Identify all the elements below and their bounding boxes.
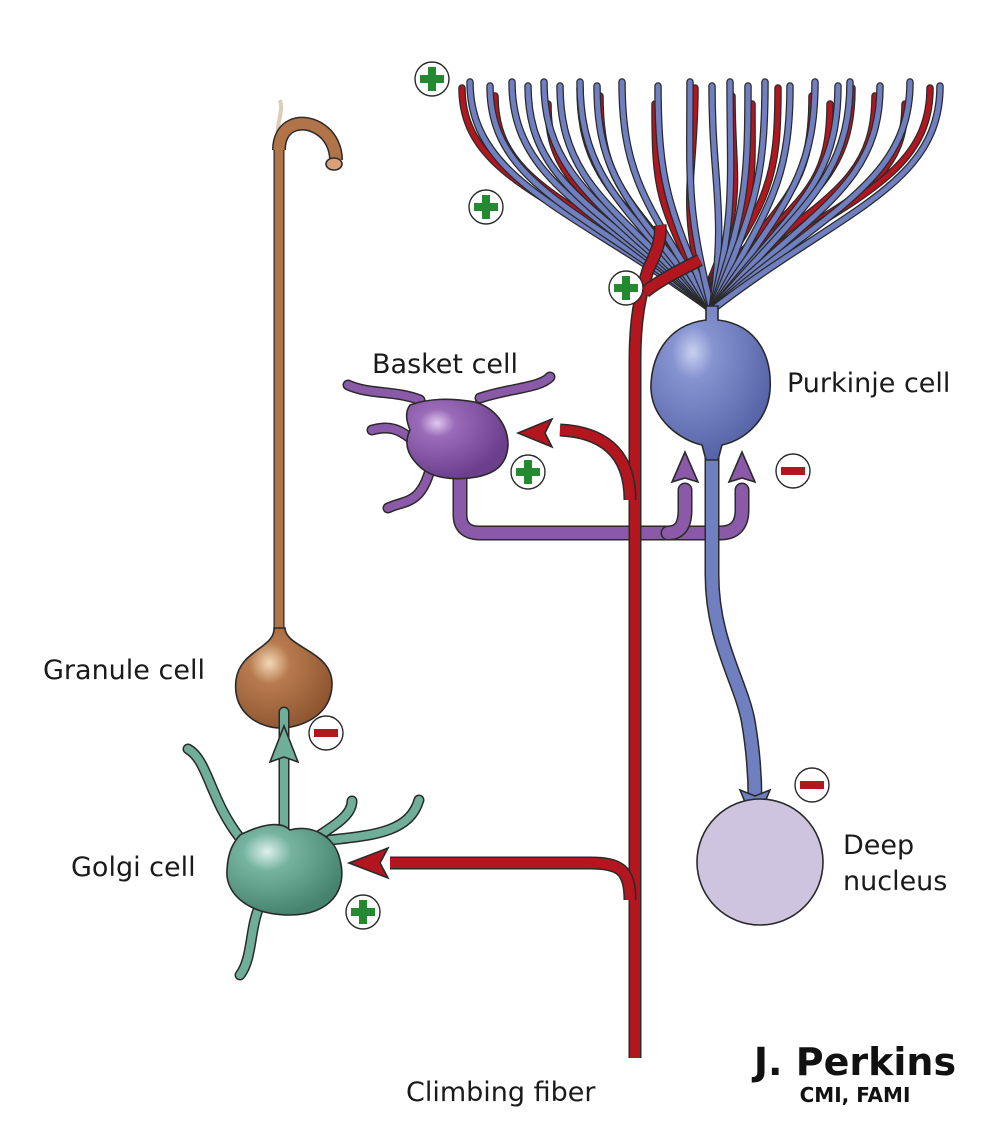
deep-nucleus — [696, 798, 824, 926]
golgi-to-granule-arrow — [268, 723, 300, 764]
purkinje-cell-label: Purkinje cell — [787, 368, 950, 399]
excitatory-plus-icon — [345, 894, 381, 930]
climbing-fiber — [390, 224, 703, 1058]
excitatory-plus-icon — [414, 61, 450, 97]
excitatory-plus-icon — [608, 270, 644, 306]
inhibitory-minus-icon — [308, 715, 344, 751]
golgi-cell-label: Golgi cell — [71, 852, 196, 883]
purkinje-cell — [650, 305, 772, 829]
climbing-to-basket-arrow — [515, 417, 554, 449]
climbing-fiber-label: Climbing fiber — [406, 1077, 596, 1108]
dendritic-tree — [458, 78, 944, 314]
granule-cell-label: Granule cell — [43, 655, 205, 686]
deep-nucleus-label-line2: nucleus — [843, 866, 947, 897]
climbing-to-golgi-arrow — [346, 846, 390, 880]
granule-cell — [234, 99, 343, 729]
deep-nucleus-label-line1: Deep — [843, 830, 914, 861]
excitatory-plus-icon — [468, 189, 504, 225]
inhibitory-minus-icon — [775, 453, 811, 489]
inhibitory-minus-icon — [794, 767, 830, 803]
basket-to-purkinje-arrow-1 — [670, 449, 700, 484]
basket-cell — [342, 371, 757, 541]
basket-cell-label: Basket cell — [372, 349, 518, 380]
basket-to-purkinje-arrow-2 — [727, 449, 757, 484]
signature-name: J. Perkins — [751, 1040, 956, 1084]
golgi-cell — [182, 706, 425, 981]
signature-credentials: CMI, FAMI — [800, 1083, 911, 1107]
excitatory-plus-icon — [510, 454, 546, 490]
